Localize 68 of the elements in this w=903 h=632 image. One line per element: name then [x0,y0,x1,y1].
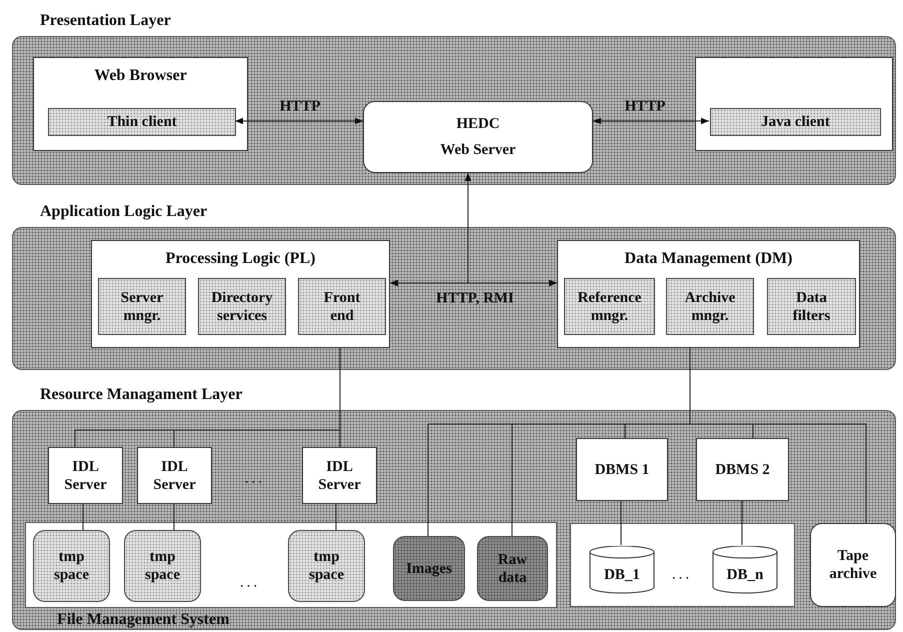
box-label: Raw data [496,550,528,586]
storage-box [393,536,465,601]
box-label: Java client [761,113,830,131]
box-label: Tape archive [828,547,878,583]
module-box [666,278,754,335]
logic-box [557,240,860,348]
storage-box [33,530,110,602]
box-label: Reference mngr. [576,288,642,324]
server-box [302,447,377,504]
module-box [198,278,286,335]
connector [620,500,622,546]
box-label: IDL Server [152,458,197,494]
box-label: DB_1 [604,566,640,584]
box-label: Server mngr. [120,288,164,324]
connector [82,504,84,530]
box-heading: Data Management (DM) [624,250,792,268]
archive-box [810,523,896,607]
box-label: IDL Server [317,458,362,494]
box-heading: Processing Logic (PL) [166,250,316,268]
storage-box [477,536,548,601]
storage-box [124,530,201,602]
module-box [298,278,386,335]
connector [464,172,558,286]
box-label: DBMS 1 [594,460,650,478]
client-module [48,108,236,136]
client-module [710,108,881,136]
layer-heading: Application Logic Layer [40,203,208,221]
box-label: Images [406,560,452,578]
edge-label: HTTP [278,98,322,116]
module-box [98,278,186,335]
client-box [33,57,248,151]
box-label: Directory services [210,288,274,324]
box-label: DB_n [726,566,764,584]
database-cylinder [589,546,655,594]
box-label: Front end [322,288,362,324]
box-label: DBMS 2 [715,460,770,478]
dbms-box [576,438,668,501]
ellipsis-label: ... [238,574,262,592]
box-label: IDL Server [63,458,108,494]
area-heading: File Management System [57,611,230,629]
logic-box [91,240,390,348]
box-label: tmp space [144,548,181,584]
database-area [570,523,795,607]
layer-heading: Presentation Layer [40,12,171,30]
box-heading: Web Browser [94,67,187,85]
server-box [137,447,212,504]
dbms-box [696,438,789,501]
connector [592,118,710,124]
box-label: Thin client [107,113,177,131]
connector [234,118,364,124]
server-box [363,101,593,173]
box-label: tmp space [308,548,345,584]
layer-heading: Resource Managament Layer [40,386,242,404]
box-label: Archive mngr. [684,288,736,324]
edge-label: HTTP [624,98,666,116]
database-cylinder [712,546,778,594]
edge-label: HTTP, RMI [435,290,515,308]
ellipsis-label: ... [244,470,266,488]
ellipsis-label: ... [670,566,694,584]
client-box [695,57,893,151]
module-box [767,278,856,335]
storage-box [288,530,365,602]
box-label: Web Server [440,141,516,159]
server-box [48,447,123,504]
box-label: HEDC [456,115,500,133]
box-label: Data filters [792,288,832,324]
box-label: tmp space [53,548,90,584]
module-box [564,278,655,335]
